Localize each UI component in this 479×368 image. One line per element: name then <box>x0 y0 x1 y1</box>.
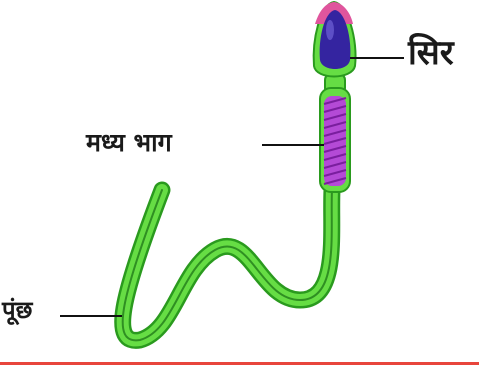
sperm-midpiece <box>320 88 350 192</box>
label-tail: पूंछ <box>2 298 32 322</box>
sperm-tail <box>123 190 332 340</box>
label-midpiece: मध्य भाग <box>86 130 172 155</box>
bottom-divider <box>0 362 479 365</box>
sperm-head <box>314 2 356 77</box>
label-head: सिर <box>408 36 454 70</box>
